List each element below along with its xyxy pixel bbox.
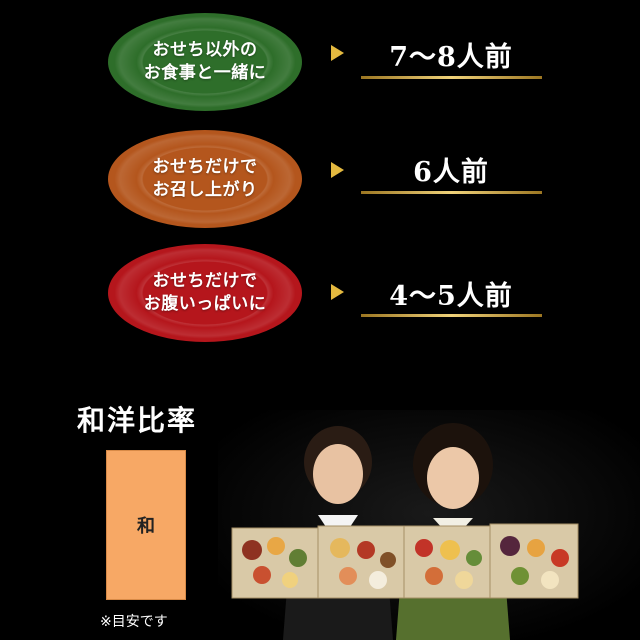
- serving-size: 7〜8人前: [389, 42, 513, 73]
- situation-line-1: おせちだけで: [152, 271, 258, 291]
- serving-size: 4〜5人前: [389, 281, 513, 312]
- situation-oval-red: おせちだけで お腹いっぱいに: [108, 244, 302, 342]
- serving-row-2: おせちだけで お召し上がり 6人前: [0, 130, 640, 240]
- serving-size: 6人前: [413, 157, 489, 188]
- ratio-bar-label: 和: [137, 516, 155, 537]
- gold-underline: [361, 314, 542, 317]
- osechi-boxes: [231, 523, 579, 599]
- gold-underline: [361, 76, 542, 79]
- osechi-photo-image: [218, 410, 640, 640]
- situation-line-2: お召し上がり: [152, 180, 258, 200]
- arrow-right-icon: [331, 162, 344, 178]
- gold-underline: [361, 191, 542, 194]
- situation-line-1: おせち以外の: [152, 40, 258, 60]
- serving-row-3: おせちだけで お腹いっぱいに 4〜5人前: [0, 244, 640, 354]
- situation-line-2: お腹いっぱいに: [143, 294, 267, 314]
- ratio-bar-japanese: 和: [106, 450, 186, 600]
- ratio-title: 和洋比率: [77, 404, 198, 437]
- arrow-right-icon: [331, 45, 344, 61]
- arrow-right-icon: [331, 284, 344, 300]
- situation-line-2: お食事と一緒に: [143, 63, 267, 83]
- serving-row-1: おせち以外の お食事と一緒に 7〜8人前: [0, 13, 640, 123]
- approximation-note: ※目安です: [100, 614, 168, 630]
- situation-oval-orange: おせちだけで お召し上がり: [108, 130, 302, 228]
- situation-line-1: おせちだけで: [152, 157, 258, 177]
- situation-oval-green: おせち以外の お食事と一緒に: [108, 13, 302, 111]
